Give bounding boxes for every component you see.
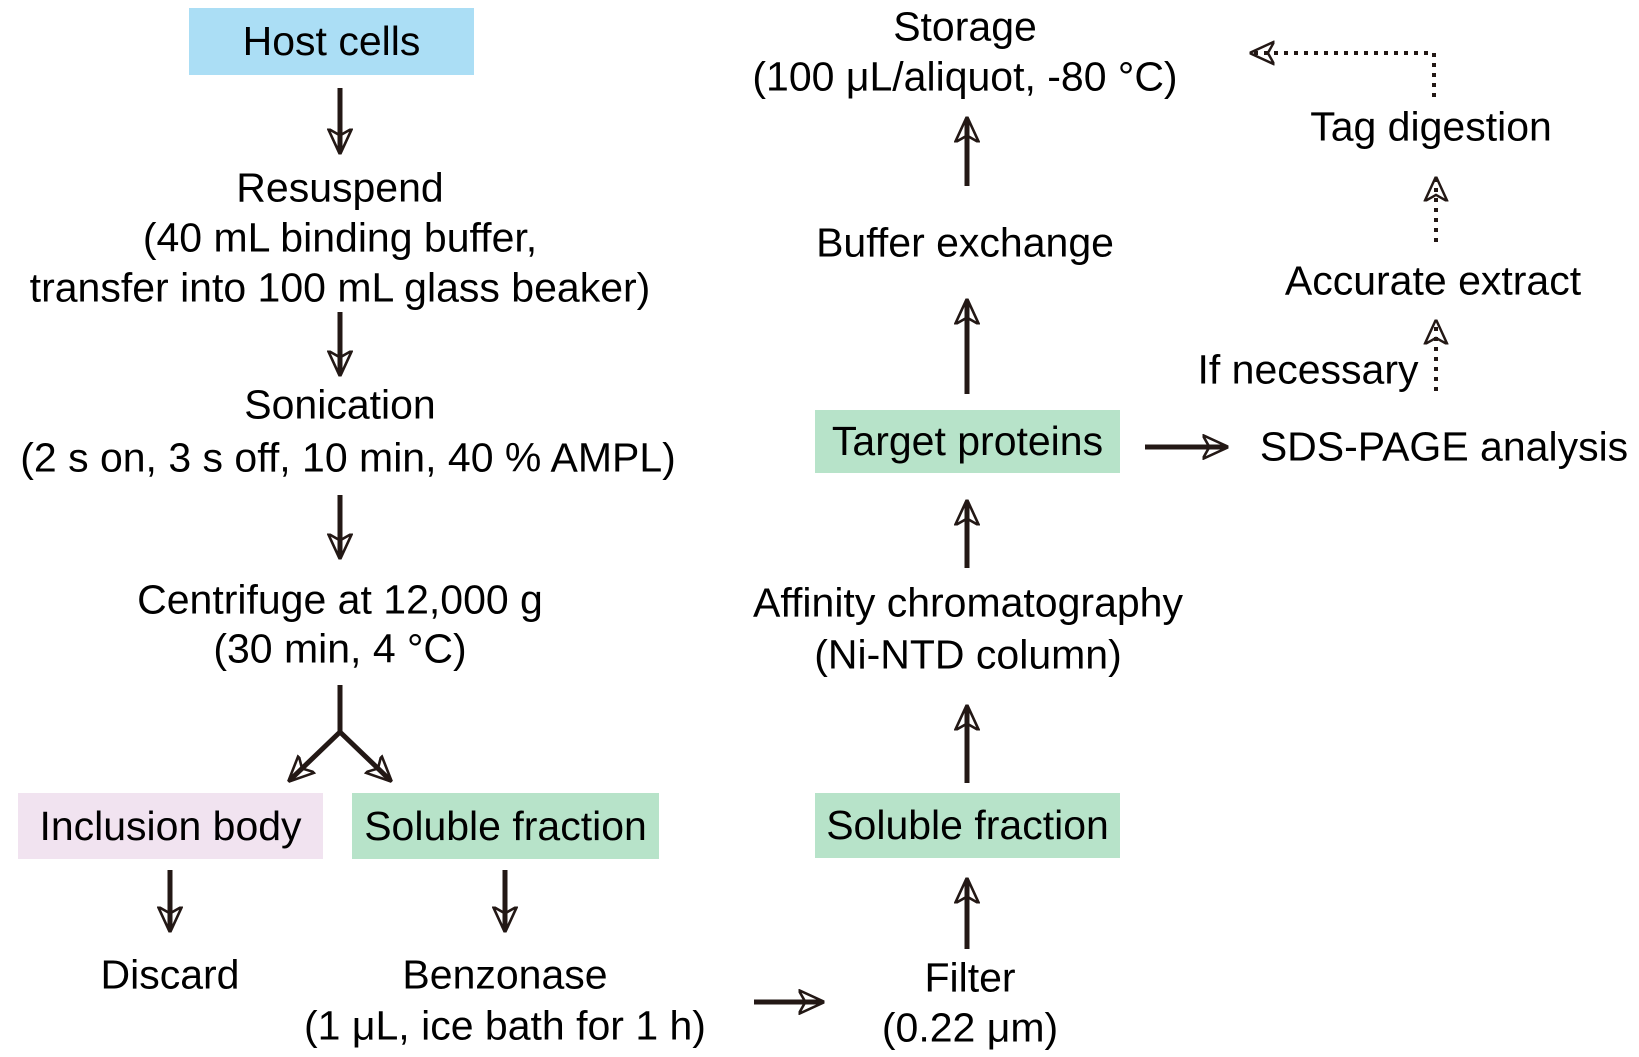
- node-target-proteins-label: Target proteins: [831, 418, 1104, 464]
- node-inclusion-body: Inclusion body: [18, 793, 323, 859]
- step-resuspend-line3: transfer into 100 mL glass beaker): [29, 264, 651, 311]
- step-sds-page-analysis: SDS-PAGE analysis: [1259, 423, 1629, 470]
- node-soluble-fraction-left-label: Soluble fraction: [364, 802, 647, 849]
- step-accurate-extract: Accurate extract: [1284, 257, 1582, 304]
- branch-to-soluble-fraction: [338, 730, 390, 780]
- step-sonication-line1: Sonication: [244, 381, 436, 428]
- step-affinity-line2: (Ni-NTD column): [814, 631, 1122, 678]
- step-storage-line2: (100 μL/aliquot, -80 °C): [752, 53, 1178, 100]
- node-soluble-fraction-left: Soluble fraction: [352, 793, 659, 859]
- arrow-tag-to-storage: [1252, 53, 1436, 97]
- step-centrifuge-line2: (30 min, 4 °C): [213, 625, 467, 672]
- step-affinity-line1: Affinity chromatography: [753, 579, 1183, 626]
- step-filter-line2: (0.22 μm): [881, 1004, 1059, 1051]
- step-discard: Discard: [100, 951, 240, 998]
- step-resuspend-line1: Resuspend: [236, 164, 444, 211]
- step-buffer-exchange: Buffer exchange: [816, 219, 1114, 266]
- step-storage-line1: Storage: [893, 3, 1037, 50]
- node-soluble-fraction-mid: Soluble fraction: [815, 793, 1120, 858]
- node-host-cells: Host cells: [189, 8, 474, 75]
- node-target-proteins: Target proteins: [815, 410, 1120, 473]
- branch-to-inclusion-body: [290, 730, 342, 780]
- label-if-necessary: If necessary: [1197, 346, 1419, 393]
- step-resuspend-line2: (40 mL binding buffer,: [142, 214, 538, 261]
- node-inclusion-body-label: Inclusion body: [39, 802, 302, 849]
- step-sonication-line2: (2 s on, 3 s off, 10 min, 40 % AMPL): [20, 434, 676, 481]
- node-soluble-fraction-mid-label: Soluble fraction: [826, 802, 1109, 848]
- node-host-cells-label: Host cells: [242, 18, 421, 64]
- step-benzonase-line2: (1 μL, ice bath for 1 h): [304, 1002, 706, 1049]
- step-benzonase-line1: Benzonase: [402, 951, 608, 998]
- step-centrifuge-line1: Centrifuge at 12,000 g: [137, 576, 543, 623]
- step-filter-line1: Filter: [924, 954, 1016, 1001]
- step-tag-digestion: Tag digestion: [1310, 103, 1552, 150]
